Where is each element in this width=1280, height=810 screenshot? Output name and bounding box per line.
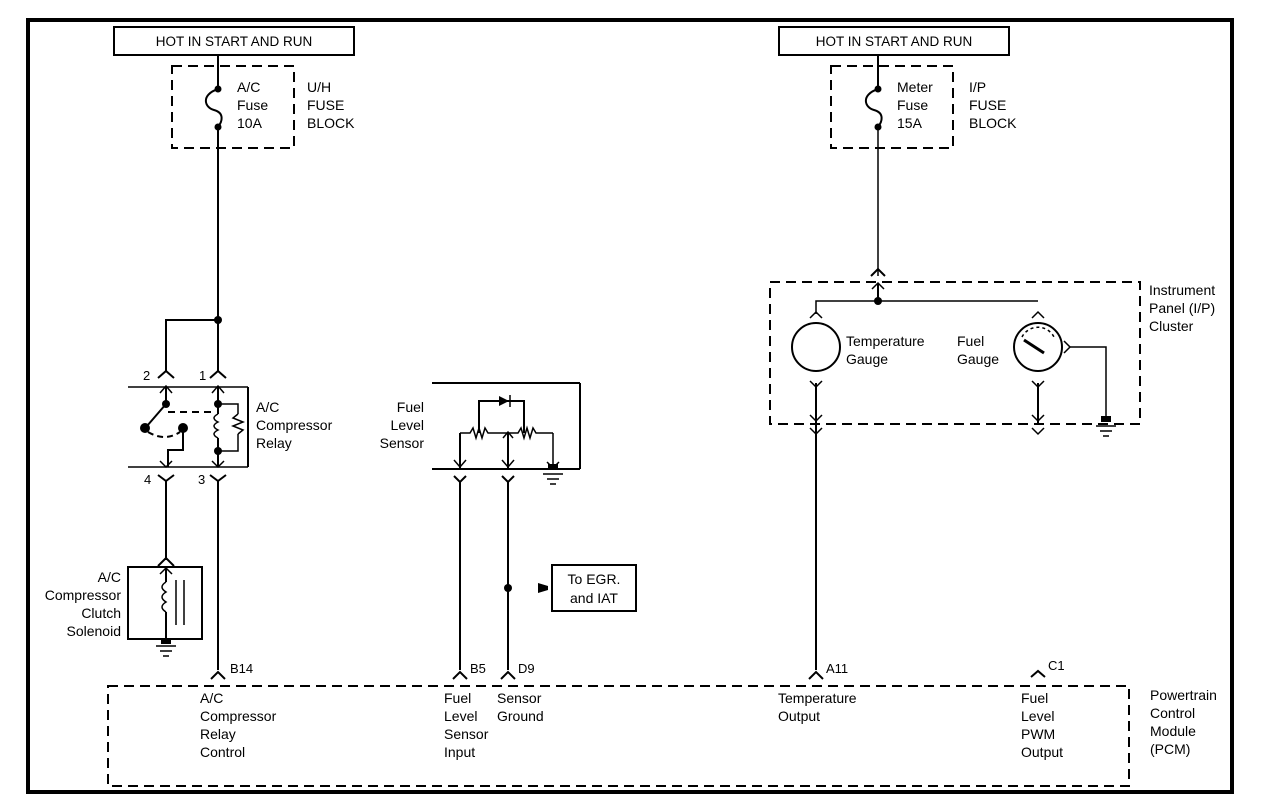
cluster-outline: [769, 281, 1141, 425]
temperature-gauge-label-1: Temperature: [846, 333, 925, 349]
fuse-label-left-1: A/C: [237, 79, 260, 95]
pcm-b14-label-2: Compressor: [200, 708, 277, 724]
pcm-c1-label-3: PWM: [1021, 726, 1055, 742]
power-source-right: HOT IN START AND RUN: [778, 26, 1010, 56]
pcm-pin-c1: C1: [1048, 658, 1065, 673]
temperature-gauge-icon: [791, 322, 841, 372]
relay-pin-2: 2: [143, 368, 150, 383]
fuse-block-label-right-2: FUSE: [969, 97, 1006, 113]
fuse-block-right: Meter Fuse 15A I/P FUSE BLOCK: [830, 55, 1017, 149]
fuel-sensor-label-2: Level: [391, 417, 424, 433]
ac-compressor-relay: 2 1 4 3 A/C Compressor Relay: [128, 368, 333, 487]
pcm-d9-label-2: Ground: [497, 708, 544, 724]
cluster-label-1: Instrument: [1149, 282, 1215, 298]
fuse-block-outline-left: [171, 65, 295, 149]
relay-pin-4: 4: [144, 472, 151, 487]
pcm-label-3: Module: [1150, 723, 1196, 739]
fuse-icon-right: [864, 88, 883, 128]
pcm-a11-label-1: Temperature: [778, 690, 857, 706]
pcm-c1-label-4: Output: [1021, 744, 1063, 760]
fuel-sensor-label-3: Sensor: [380, 435, 425, 451]
pcm-d9-label-1: Sensor: [497, 690, 542, 706]
instrument-panel-cluster: Temperature Gauge Fuel Gauge Instrument …: [769, 267, 1215, 437]
pcm-b5-label-1: Fuel: [444, 690, 471, 706]
clutch-label-1: A/C: [98, 569, 121, 585]
pcm-label-1: Powertrain: [1150, 687, 1217, 703]
relay-resistor-icon: [230, 413, 246, 435]
fuse-icon-left: [204, 88, 223, 128]
relay-label-3: Relay: [256, 435, 292, 451]
pcm-outline: [107, 685, 1130, 787]
clutch-label-4: Solenoid: [67, 623, 122, 639]
fuse-label-right-2: Fuse: [897, 97, 928, 113]
relay-coil-icon: [213, 413, 220, 439]
fuel-sensor-label-1: Fuel: [397, 399, 424, 415]
relay-pin-3: 3: [198, 472, 205, 487]
pcm-b5-label-2: Level: [444, 708, 477, 724]
cluster-label-3: Cluster: [1149, 318, 1194, 334]
clutch-label-2: Compressor: [45, 587, 122, 603]
clutch-coil-icon: [161, 581, 168, 613]
pcm-b14-label-3: Relay: [200, 726, 236, 742]
fuel-gauge-label-2: Gauge: [957, 351, 999, 367]
pcm-c1-label-2: Level: [1021, 708, 1054, 724]
pcm-pin-b5: B5: [470, 661, 486, 676]
pcm-pin-a11: A11: [826, 661, 848, 676]
pcm-pin-d9: D9: [518, 661, 535, 676]
hot-label-right: HOT IN START AND RUN: [816, 34, 973, 49]
pcm-c1-label-1: Fuel: [1021, 690, 1048, 706]
fuse-label-left-3: 10A: [237, 115, 263, 131]
pcm-b14-label-4: Control: [200, 744, 245, 760]
pcm-label-2: Control: [1150, 705, 1195, 721]
ac-compressor-clutch-solenoid: A/C Compressor Clutch Solenoid: [45, 556, 203, 657]
resistor-icon-2: [508, 425, 553, 441]
resistor-icon-1: [460, 425, 508, 441]
fuse-block-label-right-3: BLOCK: [969, 115, 1017, 131]
power-source-left: HOT IN START AND RUN: [113, 26, 355, 56]
fuse-label-right-1: Meter: [897, 79, 933, 95]
fuse-label-left-2: Fuse: [237, 97, 268, 113]
arrow-icon: [538, 583, 548, 593]
egr-iat-reference: To EGR. and IAT: [538, 564, 637, 612]
fuel-gauge-icon: [1013, 322, 1063, 372]
pcm-b14-label-1: A/C: [200, 690, 223, 706]
fuse-block-label-left-2: FUSE: [307, 97, 344, 113]
diode-icon: [499, 396, 509, 406]
relay-pin-1: 1: [199, 368, 206, 383]
hot-label-box-right: [778, 26, 1010, 56]
temperature-gauge-label-2: Gauge: [846, 351, 888, 367]
relay-label-1: A/C: [256, 399, 279, 415]
pcm-a11-label-2: Output: [778, 708, 820, 724]
hot-label-box-left: [113, 26, 355, 56]
clutch-label-3: Clutch: [81, 605, 121, 621]
fuse-block-left: A/C Fuse 10A U/H FUSE BLOCK: [171, 55, 355, 149]
egr-label-2: and IAT: [570, 590, 618, 606]
pcm-label-4: (PCM): [1150, 741, 1190, 757]
pcm-b5-label-4: Input: [444, 744, 475, 760]
fuel-gauge-label-1: Fuel: [957, 333, 984, 349]
powertrain-control-module: B14 A/C Compressor Relay Control B5 Fuel…: [107, 658, 1217, 787]
egr-label-1: To EGR.: [568, 571, 621, 587]
fuse-block-label-left-3: BLOCK: [307, 115, 355, 131]
pcm-pin-b14: B14: [230, 661, 253, 676]
fuel-level-sensor: Fuel Level Sensor: [380, 382, 581, 485]
fuse-label-right-3: 15A: [897, 115, 923, 131]
fuse-block-label-left-1: U/H: [307, 79, 331, 95]
fuse-block-label-right-1: I/P: [969, 79, 986, 95]
hot-label-left: HOT IN START AND RUN: [156, 34, 313, 49]
gauge-needle-icon: [1023, 338, 1045, 355]
pcm-b5-label-3: Sensor: [444, 726, 489, 742]
fuse-block-outline-right: [830, 65, 954, 149]
diagram-frame: [26, 18, 1234, 794]
egr-box: [551, 564, 637, 612]
cluster-label-2: Panel (I/P): [1149, 300, 1215, 316]
relay-label-2: Compressor: [256, 417, 333, 433]
